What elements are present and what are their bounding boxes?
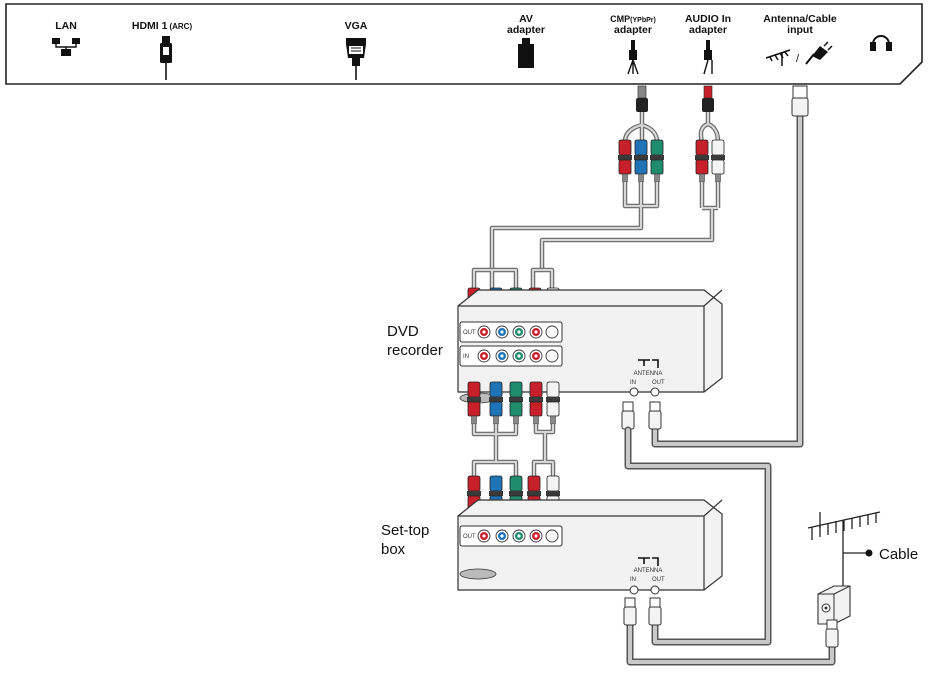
set-top-box-label-line2: box (381, 541, 406, 558)
port-av-label: AV (519, 13, 533, 25)
port-vga-label: VGA (345, 20, 368, 32)
port-antenna-label: Antenna/Cable (763, 13, 837, 25)
dvd-antenna-label: ANTENNA (634, 371, 663, 377)
cable-plug-icon (805, 41, 833, 65)
port-audio: AUDIO In adapter (685, 13, 731, 75)
set-top-box: OUT ANTENNA IN OUT (457, 499, 723, 595)
tv-connection-panel: LAN HDMI 1(ARC) VGA (5, 3, 923, 85)
component-cable-bundle (471, 182, 660, 290)
dvd-recorder-label-line1: DVD (387, 323, 419, 340)
hdmi-plug-icon (160, 36, 172, 80)
coax-cable-wall-to-stb (626, 620, 836, 666)
stb-coax-out-plug (648, 597, 662, 626)
port-av-label2: adapter (507, 24, 545, 36)
port-lan: LAN (52, 20, 80, 56)
av-plug-icon (518, 38, 534, 68)
outdoor-antenna-icon (807, 511, 881, 586)
dvd-recorder-label-line2: recorder (387, 342, 443, 359)
dvd-coax-out-plug (648, 401, 662, 430)
port-antenna-label2: input (787, 24, 813, 36)
port-antenna: Antenna/Cable input / (763, 13, 837, 66)
audio-plug-red (694, 139, 710, 183)
port-lan-label: LAN (55, 20, 77, 32)
port-audio-label: AUDIO In (685, 13, 731, 25)
audio-plug-icon (703, 40, 713, 75)
headphones-icon (870, 35, 892, 51)
port-hdmi-label: HDMI 1(ARC) (132, 20, 193, 32)
cmp-plug-red (617, 139, 633, 183)
dvd-to-stb-bundles (471, 424, 556, 482)
cmp-plug-icon (627, 40, 639, 75)
dvd-antenna-out-label: OUT (652, 380, 665, 386)
cmp-adapter-cable (622, 85, 660, 143)
cable-line (843, 549, 873, 557)
dvd-out-label: OUT (463, 330, 476, 336)
port-audio-label2: adapter (689, 24, 727, 36)
audio-adapter-cable (698, 85, 721, 143)
port-av: AV adapter (507, 13, 545, 68)
dvd-recorder: OUT IN ANTENNA IN OUT (457, 289, 723, 404)
audio-cable-bundle (530, 182, 721, 290)
wall-outlet-icon (817, 585, 851, 625)
dvd-coax-in-plug (621, 401, 635, 430)
stb-antenna-in-label: IN (630, 577, 636, 583)
audio-plug-white (710, 139, 726, 183)
dvd-antenna-in-label: IN (630, 380, 636, 386)
dvd-antenna-symbol-icon (638, 359, 659, 368)
slash-divider: / (796, 53, 800, 65)
network-icon (52, 38, 80, 56)
port-cmp-label: CMP(YPbPr) (610, 14, 656, 24)
stb-antenna-symbol-icon (638, 557, 659, 566)
cmp-plug-green (649, 139, 665, 183)
port-vga: VGA (345, 20, 368, 80)
stb-out-label: OUT (463, 534, 476, 540)
port-cmp: CMP(YPbPr) adapter (610, 14, 656, 75)
stb-antenna-out-label: OUT (652, 577, 665, 583)
coax-cable-dvd-to-stb (624, 426, 772, 646)
stb-antenna-label: ANTENNA (634, 568, 663, 574)
cable-label: Cable (879, 546, 918, 563)
port-hdmi: HDMI 1(ARC) (132, 20, 193, 80)
wall-coax-plug (825, 619, 839, 648)
dvd-in-label: IN (463, 354, 469, 360)
stb-coax-in-plug (623, 597, 637, 626)
port-cmp-label2: adapter (614, 24, 652, 36)
cmp-plug-blue (633, 139, 649, 183)
vga-plug-icon (346, 38, 366, 80)
antenna-icon (765, 49, 791, 66)
set-top-box-label-line1: Set-top (381, 522, 429, 539)
